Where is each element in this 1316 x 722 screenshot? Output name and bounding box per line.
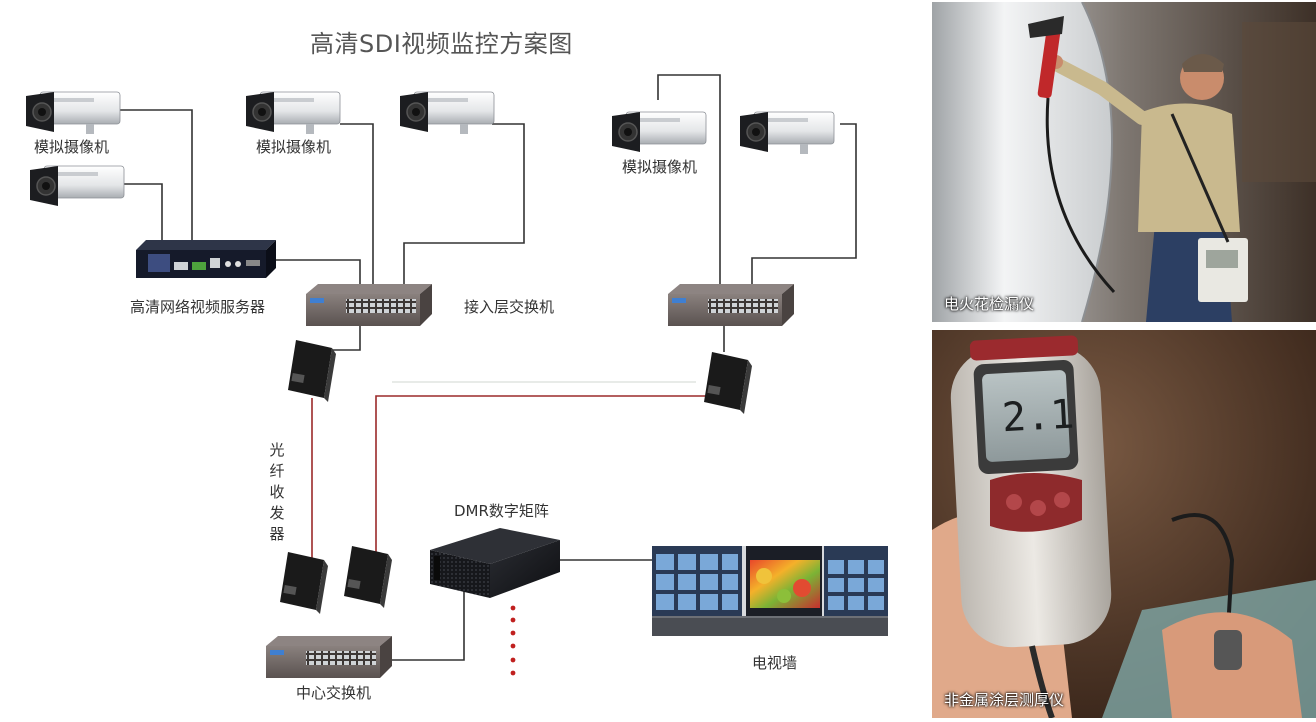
connection-lines bbox=[120, 74, 857, 661]
dmr-dots bbox=[510, 605, 516, 676]
link-cam4-switch bbox=[403, 123, 525, 284]
link-cam2-server bbox=[123, 183, 163, 240]
link-cam6-switch2 bbox=[751, 123, 857, 284]
camera-4 bbox=[400, 91, 495, 134]
label-dmr: DMR数字矩阵 bbox=[454, 502, 549, 520]
link-switch-fiber bbox=[332, 326, 361, 351]
core-switch bbox=[266, 636, 392, 678]
tv-wall bbox=[652, 546, 888, 636]
link-core-dmr bbox=[392, 588, 465, 661]
fiber-link-right bbox=[375, 395, 706, 556]
access-switch-1 bbox=[306, 284, 432, 326]
label-tv-wall: 电视墙 bbox=[752, 654, 798, 672]
label-camera-1: 模拟摄像机 bbox=[34, 138, 110, 156]
fiber-transceiver-4 bbox=[344, 546, 392, 608]
label-camera-3: 模拟摄像机 bbox=[622, 158, 698, 176]
link-cam1-server bbox=[120, 109, 193, 258]
label-server: 高清网络视频服务器 bbox=[130, 298, 266, 316]
label-core-switch: 中心交换机 bbox=[296, 684, 372, 702]
gauge-reading: 2.1 bbox=[1001, 392, 1076, 442]
camera-2 bbox=[30, 165, 125, 206]
access-switch-2 bbox=[668, 284, 794, 326]
caption-spark-detector: 电火花检漏仪 bbox=[944, 295, 1035, 313]
label-fiber: 光纤收发器 bbox=[269, 441, 285, 543]
camera-3 bbox=[246, 91, 341, 134]
dmr-matrix bbox=[430, 528, 560, 598]
diagram-title: 高清SDI视频监控方案图 bbox=[310, 30, 573, 58]
fiber-transceiver-1 bbox=[288, 340, 336, 402]
fiber-transceiver-2 bbox=[704, 352, 752, 414]
diagram-canvas bbox=[26, 74, 888, 678]
label-camera-2: 模拟摄像机 bbox=[256, 138, 332, 156]
photo-thickness-gauge: 2.1 非金属涂层测厚仪 bbox=[932, 330, 1316, 718]
caption-thickness-gauge: 非金属涂层测厚仪 bbox=[944, 691, 1065, 709]
label-access-switch: 接入层交换机 bbox=[464, 298, 555, 316]
link-cam5-switch2 bbox=[657, 74, 721, 284]
camera-6 bbox=[740, 111, 835, 154]
link-server-switch bbox=[276, 259, 361, 284]
spark-detector-illustration bbox=[932, 2, 1316, 322]
thickness-gauge-illustration: 2.1 bbox=[932, 330, 1316, 718]
video-server bbox=[136, 240, 276, 278]
fiber-lines bbox=[311, 395, 706, 566]
camera-1 bbox=[26, 91, 121, 134]
photo-spark-detector: 电火花检漏仪 bbox=[932, 2, 1316, 322]
camera-5 bbox=[612, 111, 707, 152]
link-cam3-switch bbox=[340, 123, 374, 284]
fiber-transceiver-3 bbox=[280, 552, 328, 614]
surveillance-diagram: 高清SDI视频监控方案图 bbox=[26, 30, 888, 702]
